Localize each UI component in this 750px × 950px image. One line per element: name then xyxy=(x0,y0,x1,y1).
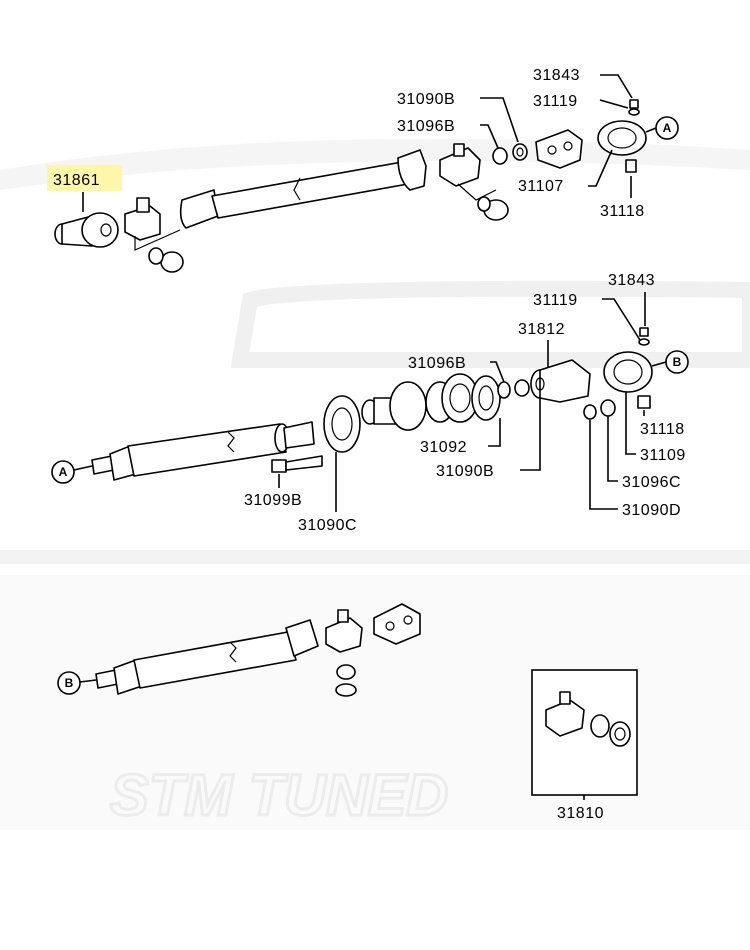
center-bearing-mid[interactable] xyxy=(603,327,653,409)
flange-yoke-31861[interactable] xyxy=(54,212,119,248)
label-31099B[interactable]: 31099B xyxy=(244,492,302,509)
svg-text:B: B xyxy=(673,355,682,369)
top-assembly: 31861 xyxy=(47,67,679,273)
ring-31096B-mid[interactable] xyxy=(497,379,530,399)
label-31810[interactable]: 31810 xyxy=(557,805,604,822)
label-31118-top[interactable]: 31118 xyxy=(600,203,645,220)
kit-box-31810[interactable] xyxy=(531,669,638,796)
watermark-text: STM TUNED xyxy=(110,763,448,828)
label-31090B-mid[interactable]: 31090B xyxy=(436,463,494,480)
label-31090B-top[interactable]: 31090B xyxy=(397,91,455,108)
label-31090D[interactable]: 31090D xyxy=(622,502,681,519)
middle-assembly: A xyxy=(51,272,689,534)
callout-b-bottom[interactable]: B xyxy=(57,671,81,695)
plate-31090C[interactable] xyxy=(323,395,361,453)
nuts-31096C-31090D[interactable] xyxy=(583,399,616,420)
svg-text:B: B xyxy=(65,676,74,690)
bolt-31099B[interactable] xyxy=(271,455,323,473)
universal-joint-bottom[interactable] xyxy=(325,609,363,697)
propeller-shaft-middle[interactable] xyxy=(91,421,315,481)
propeller-shaft-lower[interactable] xyxy=(95,619,319,695)
label-31096C[interactable]: 31096C xyxy=(622,474,681,491)
callout-b-mid[interactable]: B xyxy=(665,350,689,374)
label-31119-mid[interactable]: 31119 xyxy=(533,292,578,309)
universal-joint-top-left[interactable] xyxy=(124,197,184,273)
label-31092[interactable]: 31092 xyxy=(420,439,467,456)
callout-a-top[interactable]: A xyxy=(655,116,679,140)
propeller-shaft-upper[interactable] xyxy=(179,149,427,229)
label-31861[interactable]: 31861 xyxy=(53,172,100,189)
label-31843-top[interactable]: 31843 xyxy=(533,67,580,84)
callout-a-mid[interactable]: A xyxy=(51,460,75,484)
flange-yoke-bottom[interactable] xyxy=(373,603,421,645)
label-31118-mid[interactable]: 31118 xyxy=(640,421,685,438)
label-31096B-mid[interactable]: 31096B xyxy=(408,355,466,372)
label-31843-mid[interactable]: 31843 xyxy=(608,272,655,289)
label-31109[interactable]: 31109 xyxy=(640,447,686,464)
svg-text:A: A xyxy=(663,121,672,135)
label-31090C[interactable]: 31090C xyxy=(298,517,357,534)
label-31812[interactable]: 31812 xyxy=(518,321,565,338)
bottom-assembly: B 31810 xyxy=(57,603,638,822)
label-31119-top[interactable]: 31119 xyxy=(533,93,578,110)
label-31107[interactable]: 31107 xyxy=(518,178,564,195)
label-highlight xyxy=(47,165,122,191)
svg-text:A: A xyxy=(59,465,68,479)
label-31096B-top[interactable]: 31096B xyxy=(397,118,455,135)
flange-31107[interactable] xyxy=(535,129,583,169)
universal-joint-top-center[interactable] xyxy=(439,143,528,221)
joint-31092[interactable] xyxy=(361,373,501,431)
center-bearing-top[interactable] xyxy=(597,99,647,173)
